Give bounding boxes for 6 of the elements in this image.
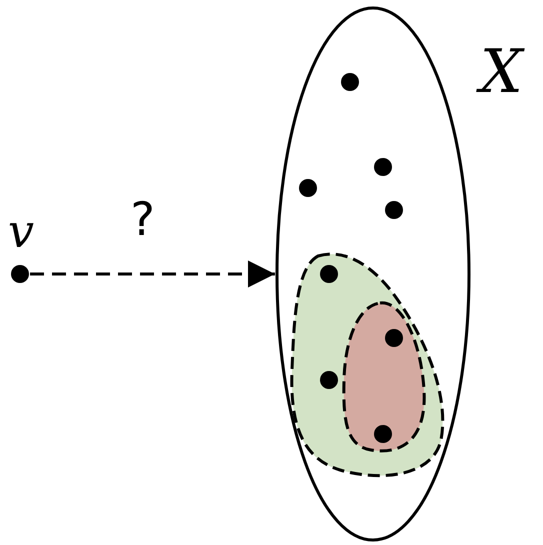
point-dot <box>299 179 317 197</box>
point-dot <box>374 158 392 176</box>
point-dot <box>385 201 403 219</box>
point-label: v <box>8 208 34 254</box>
point-dot <box>341 73 359 91</box>
dashed-arrow <box>30 260 275 288</box>
